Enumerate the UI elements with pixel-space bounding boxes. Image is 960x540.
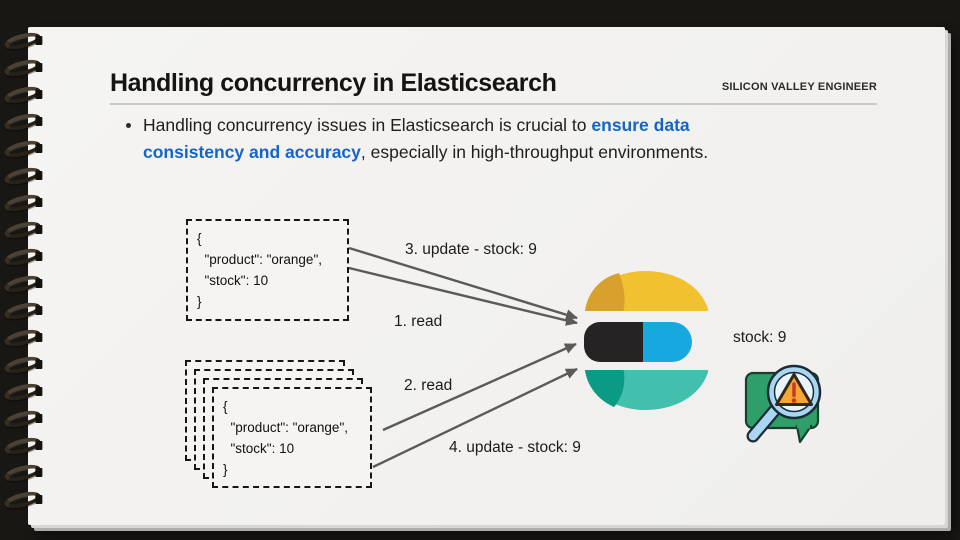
json-line: {: [223, 399, 228, 414]
spiral-ring: [2, 299, 43, 323]
spiral-ring: [2, 56, 43, 80]
elasticsearch-logo: [584, 271, 709, 410]
spiral-ring: [2, 218, 43, 242]
spiral-ring: [2, 272, 43, 296]
elastic-middle-blue: [643, 322, 692, 362]
label-update-3: 3. update - stock: 9: [405, 241, 537, 258]
document-stack-front: { "product": "orange", "stock": 10 }: [212, 387, 372, 488]
spiral-ring: [2, 164, 43, 188]
bullet-text-post: , especially in high-throughput environm…: [360, 142, 709, 162]
label-update-4: 4. update - stock: 9: [449, 439, 581, 456]
json-line: "stock": 10: [197, 273, 269, 288]
spiral-ring: [2, 137, 43, 161]
magnifier-handle: [748, 405, 780, 441]
elastic-bottom-shade: [585, 370, 625, 407]
warning-exclamation-dot: [791, 398, 797, 403]
brand-label: SILICON VALLEY ENGINEER: [721, 81, 877, 93]
bullet-text: Handling concurrency issues in Elasticse…: [143, 112, 766, 166]
json-line: "product": "orange",: [197, 252, 323, 267]
elastic-top-shade: [585, 273, 625, 311]
magnifier-warning-icon: [744, 364, 822, 444]
spiral-ring: [2, 29, 43, 53]
spiral-ring: [2, 191, 43, 215]
slide-page: Handling concurrency in Elasticsearch SI…: [28, 27, 945, 525]
bullet-dot: [126, 123, 131, 128]
bullet-text-pre: Handling concurrency issues in Elasticse…: [143, 115, 592, 135]
elastic-middle-black: [584, 322, 643, 362]
json-line: {: [197, 231, 202, 246]
page-title: Handling concurrency in Elasticsearch: [110, 69, 557, 97]
label-read-1: 1. read: [394, 313, 443, 330]
spiral-ring: [2, 407, 43, 431]
spiral-ring: [2, 110, 43, 134]
json-line: "stock": 10: [223, 441, 295, 456]
spiral-ring: [2, 83, 43, 107]
slide-header: Handling concurrency in Elasticsearch SI…: [110, 69, 877, 98]
json-line: }: [197, 294, 202, 309]
spiral-ring: [2, 245, 43, 269]
spiral-ring: [2, 380, 43, 404]
json-line: }: [223, 462, 228, 477]
spiral-ring: [2, 488, 43, 512]
label-result-stock: stock: 9: [733, 329, 787, 346]
spiral-ring: [2, 434, 43, 458]
title-divider: [110, 103, 877, 105]
spiral-ring: [2, 461, 43, 485]
label-read-2: 2. read: [404, 377, 453, 394]
spiral-binding: [2, 29, 50, 520]
spiral-ring: [2, 326, 43, 350]
arrow-read-1: [348, 266, 578, 326]
intro-bullet: Handling concurrency issues in Elasticse…: [126, 112, 766, 166]
spiral-ring: [2, 353, 43, 377]
json-line: "product": "orange",: [223, 420, 349, 435]
bullet-text-highlight: ensure data consistency and accuracy: [143, 115, 690, 162]
document-single: { "product": "orange", "stock": 10 }: [186, 219, 349, 321]
